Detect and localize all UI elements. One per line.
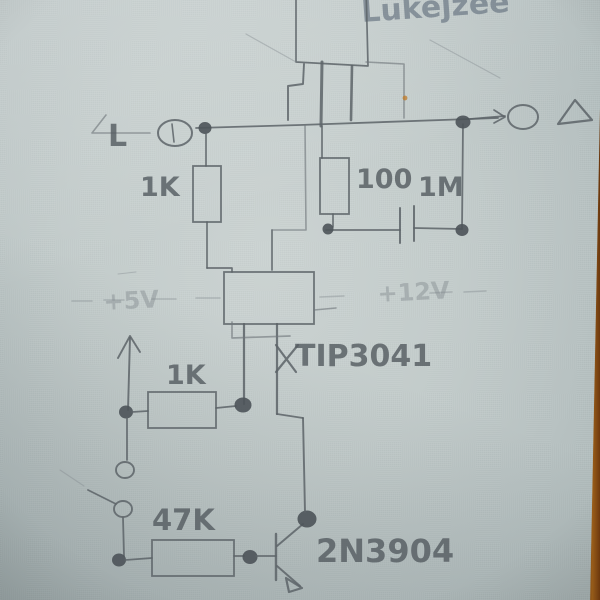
paper-sheet bbox=[0, 0, 600, 600]
photo-canvas: Lukejzee L bbox=[0, 0, 600, 600]
paper-lighting bbox=[0, 0, 600, 600]
